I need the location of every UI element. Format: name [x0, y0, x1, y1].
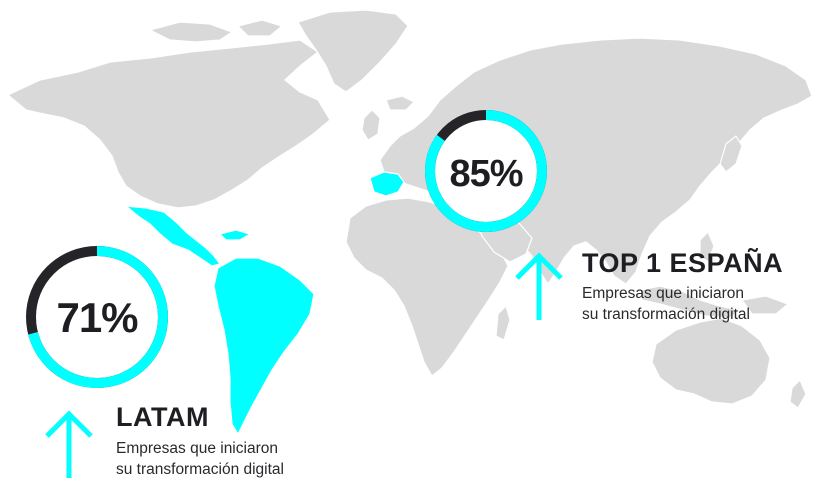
- uk: [361, 109, 381, 141]
- latam-subtitle-line2: su transformación digital: [116, 461, 284, 478]
- arctic-islands: [149, 21, 233, 43]
- north-america: [7, 39, 331, 209]
- japan: [719, 135, 743, 173]
- new-guinea: [741, 295, 789, 315]
- south-america-region: [213, 257, 315, 435]
- latam-title: LATAM: [116, 402, 209, 432]
- spain-title: TOP 1 ESPAÑA: [582, 248, 784, 278]
- iceland: [385, 95, 415, 111]
- latam-progress-ring: [26, 246, 168, 388]
- arctic-islands-2: [237, 19, 283, 37]
- caribbean-region: [219, 229, 251, 241]
- mexico-region: [125, 205, 221, 267]
- greenland: [297, 9, 409, 93]
- arrow-up-icon: [515, 252, 563, 320]
- arrow-up-icon: [45, 410, 93, 478]
- spain-subtitle-line2: su transformación digital: [582, 306, 750, 323]
- latam-percent: 71%: [56, 294, 138, 341]
- new-zealand: [789, 379, 807, 409]
- se-asia-islands: [639, 285, 741, 319]
- highlighted-regions: [125, 171, 405, 435]
- latam-subtitle-line1: Empresas que iniciaron: [116, 440, 278, 457]
- spain-progress-ring: [425, 110, 547, 232]
- spain-subtitle-line1: Empresas que iniciaron: [582, 285, 744, 302]
- australia: [651, 317, 771, 405]
- philippines: [699, 231, 715, 263]
- spain-percent: 85%: [449, 153, 523, 195]
- latam-ring-progress: [26, 246, 168, 388]
- spain-ring-progress: [425, 110, 547, 232]
- madagascar: [495, 305, 511, 341]
- spain-region: [369, 171, 405, 197]
